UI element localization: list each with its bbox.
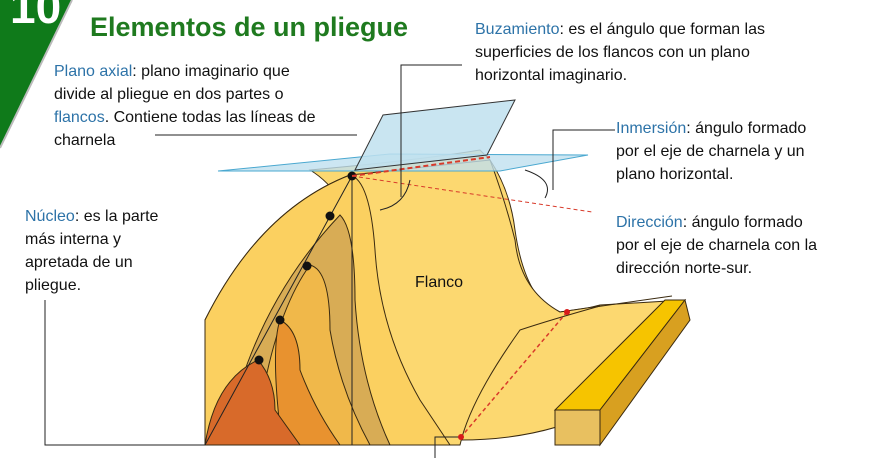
- plano-axial-term: Plano axial: [54, 63, 133, 80]
- inmersion-text: : ángulo formado: [686, 120, 807, 137]
- plano-axial-line2: divide al pliegue en dos partes o: [54, 86, 284, 103]
- plano-axial-line4: charnela: [54, 132, 116, 149]
- nucleo-line2: más interna y: [25, 231, 122, 248]
- page-title: Elementos de un pliegue: [90, 12, 409, 42]
- nucleo-line3: apretada de un: [25, 254, 133, 271]
- nucleo-text: : es la parte: [74, 208, 159, 225]
- inmersion-line3: plano horizontal.: [616, 166, 734, 183]
- inmersion-term: Inmersión: [616, 120, 687, 137]
- buzamiento-text: : es el ángulo que forman las: [559, 21, 765, 38]
- direccion-definition: Dirección: ángulo formado por el eje de …: [616, 211, 866, 280]
- plano-axial-text: : plano imaginario que: [132, 63, 290, 80]
- flank-label: Flanco: [415, 274, 464, 291]
- direccion-line3: dirección norte-sur.: [616, 260, 753, 277]
- direccion-line2: por el eje de charnela con la: [616, 237, 818, 254]
- chapter-badge: [0, 0, 73, 149]
- direccion-text: : ángulo formado: [682, 214, 803, 231]
- inmersion-line2: por el eje de charnela y un: [616, 143, 805, 160]
- buzamiento-line3: horizontal imaginario.: [475, 67, 628, 84]
- buzamiento-line2: superficies de los flancos con un plano: [475, 44, 750, 61]
- buzamiento-definition: Buzamiento: es el ángulo que forman las …: [475, 18, 865, 87]
- buzamiento-term: Buzamiento: [475, 21, 560, 38]
- plano-axial-definition: Plano axial: plano imaginario que divide…: [54, 60, 374, 152]
- direccion-term: Dirección: [616, 214, 683, 231]
- nucleo-term: Núcleo: [25, 208, 75, 225]
- nucleo-line4: pliegue.: [25, 277, 82, 294]
- inmersion-definition: Inmersión: ángulo formado por el eje de …: [616, 117, 866, 186]
- chapter-number: 10: [10, 0, 62, 33]
- plano-axial-line3: . Contiene todas las líneas de: [104, 109, 316, 126]
- nucleo-definition: Núcleo: es la parte más interna y apreta…: [25, 205, 205, 297]
- flancos-term: flancos: [54, 109, 105, 126]
